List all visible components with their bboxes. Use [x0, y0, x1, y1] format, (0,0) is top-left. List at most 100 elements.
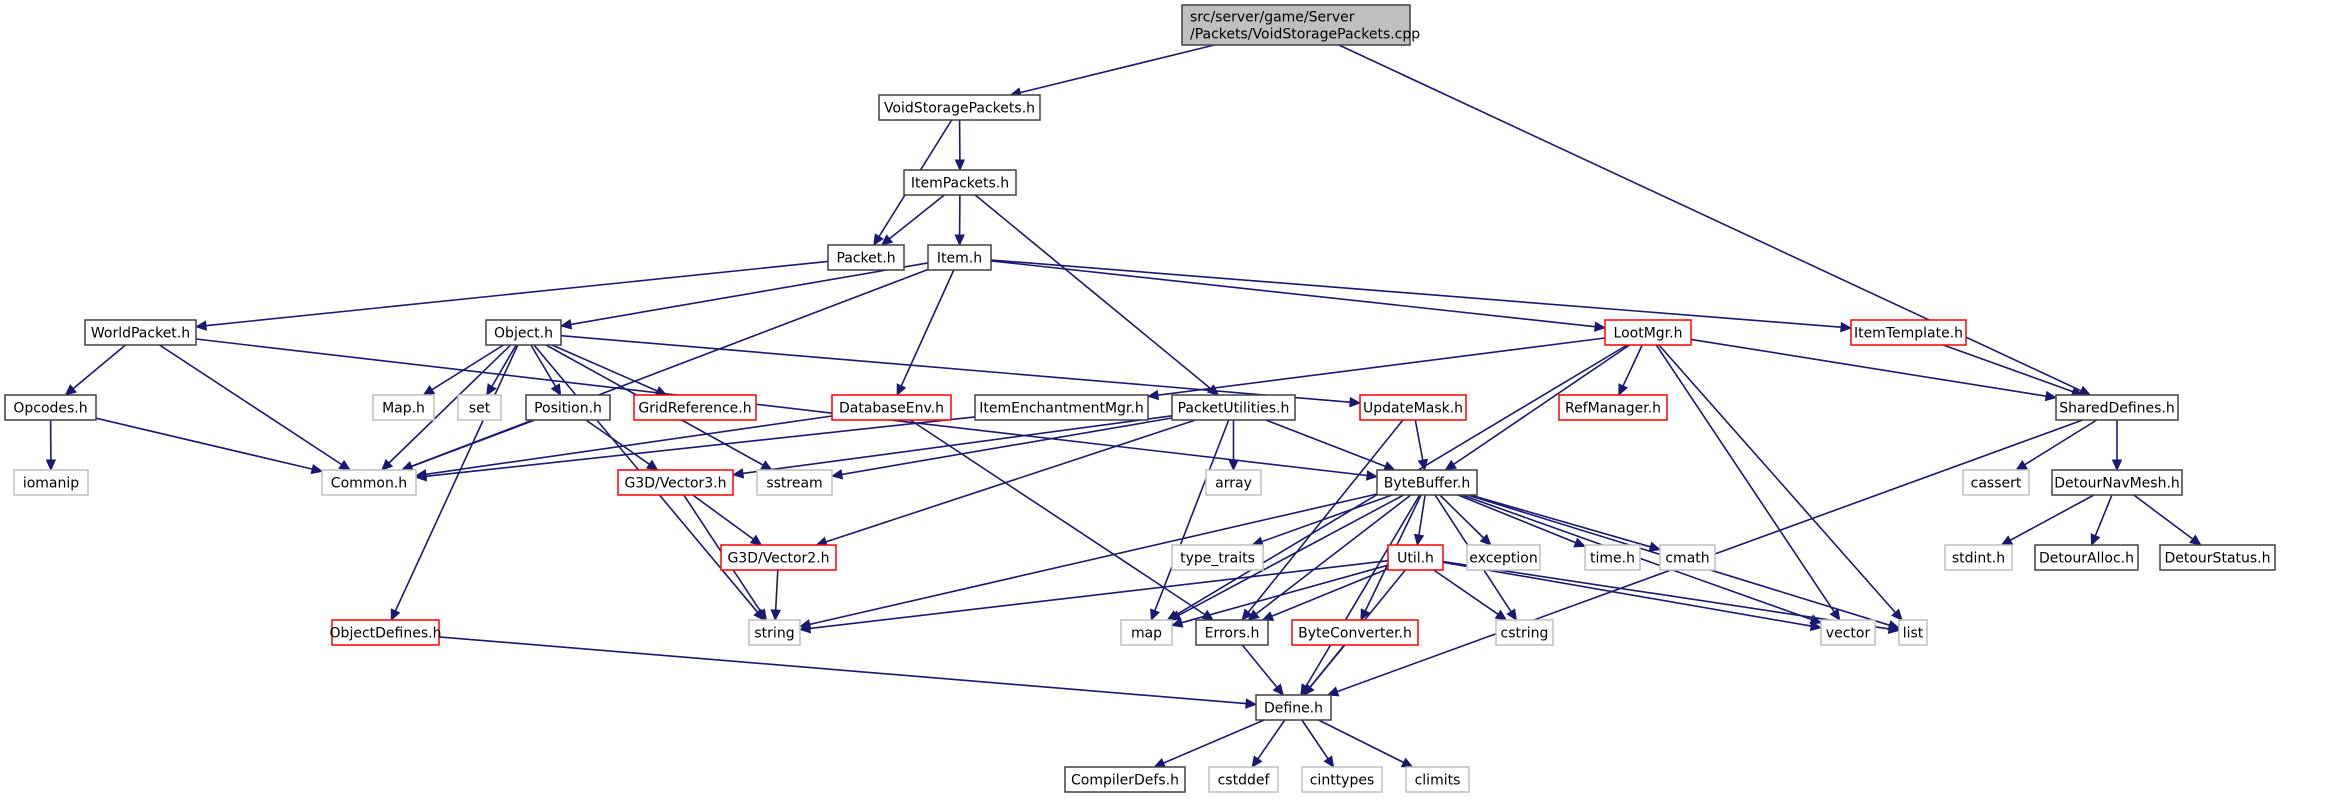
arrowhead-icon	[1326, 686, 1340, 697]
node-box	[1405, 766, 1470, 793]
edge-line	[1301, 719, 1329, 760]
node-label: type_traits	[1180, 551, 1255, 567]
node-define-h[interactable]: Define.h	[1255, 694, 1332, 721]
node-box	[1359, 394, 1467, 421]
edge-line	[2133, 494, 2194, 540]
node-byteconverter-h[interactable]: ByteConverter.h	[1291, 619, 1419, 646]
node-shareddefines-h[interactable]: SharedDefines.h	[2055, 394, 2179, 421]
node-label: RefManager.h	[1565, 401, 1661, 417]
node-compilerdefs-h[interactable]: CompilerDefs.h	[1064, 766, 1186, 793]
arrowhead-icon	[1809, 620, 1823, 632]
edge-line	[1309, 644, 1346, 688]
node-detourstatus-h[interactable]: DetourStatus.h	[2159, 544, 2276, 571]
edge-line	[195, 338, 1368, 477]
node-set: set	[457, 394, 502, 421]
node-label: cmath	[1665, 551, 1709, 567]
arrowhead-icon	[654, 385, 668, 396]
node-cstring: cstring	[1495, 619, 1554, 646]
node-box	[1205, 469, 1262, 496]
node-root[interactable]: src/server/game/Server/Packets/VoidStora…	[1181, 4, 1420, 46]
edge-packetutilities_h-to-sstream	[830, 417, 1173, 480]
arrowhead-icon	[798, 623, 812, 634]
node-box	[878, 94, 1041, 121]
edge-position_h-to-g3d_vector3_h	[585, 419, 659, 471]
node-cinttypes: cinttypes	[1301, 766, 1383, 793]
edge-line	[560, 334, 1351, 403]
arrowhead-icon	[731, 468, 745, 479]
arrowhead-icon	[2015, 459, 2028, 471]
arrowhead-icon	[422, 384, 436, 396]
node-label: GridReference.h	[638, 401, 751, 417]
arrowhead-icon	[1168, 610, 1182, 621]
node-box	[1659, 544, 1716, 571]
arrowhead-icon	[954, 159, 966, 172]
node-box	[13, 469, 89, 496]
edge-line	[2010, 494, 2095, 541]
node-label: G3D/Vector3.h	[624, 476, 726, 492]
edge-line	[431, 344, 504, 391]
edge-bytebuffer_h-to-cmath	[1470, 494, 1662, 552]
edge-bytebuffer_h-to-time_h	[1457, 494, 1587, 548]
edge-lootmgr_h-to-bytebuffer_h	[1444, 344, 1631, 471]
edge-line	[1247, 419, 1404, 613]
node-label: DetourStatus.h	[2164, 551, 2270, 567]
node-box	[1195, 619, 1269, 646]
node-objectdefines-h[interactable]: ObjectDefines.h	[330, 619, 442, 646]
node-label: Util.h	[1397, 551, 1434, 567]
node-packet-h[interactable]: Packet.h	[827, 244, 905, 271]
arrowhead-icon	[880, 234, 894, 246]
edge-line	[1271, 567, 1389, 617]
edge-opcodes_h-to-common_h	[95, 417, 324, 475]
node-box	[1466, 544, 1541, 571]
node-box	[633, 394, 757, 421]
node-g3d-vector3-h[interactable]: G3D/Vector3.h	[617, 469, 734, 496]
node-g3d-vector2-h[interactable]: G3D/Vector2.h	[720, 544, 837, 571]
node-label: ByteBuffer.h	[1384, 476, 1471, 492]
node-util-h[interactable]: Util.h	[1387, 544, 1444, 571]
node-detouralloc-h[interactable]: DetourAlloc.h	[2034, 544, 2139, 571]
node-bytebuffer-h[interactable]: ByteBuffer.h	[1376, 469, 1478, 496]
node-updatemask-h[interactable]: UpdateMask.h	[1359, 394, 1467, 421]
edge-line	[1690, 338, 2047, 397]
node-refmanager-h[interactable]: RefManager.h	[1558, 394, 1668, 421]
node-label: exception	[1469, 551, 1537, 567]
node-item-h[interactable]: Item.h	[927, 244, 992, 271]
node-position-h[interactable]: Position.h	[525, 394, 611, 421]
arrowhead-icon	[381, 458, 394, 471]
node-box	[974, 394, 1149, 421]
node-voidstoragepackets-h[interactable]: VoidStoragePackets.h	[878, 94, 1041, 121]
node-opcodes-h[interactable]: Opcodes.h	[4, 394, 97, 421]
node-object-h[interactable]: Object.h	[485, 319, 562, 346]
edge-line	[774, 569, 779, 611]
node-box	[831, 394, 952, 421]
node-databaseenv-h[interactable]: DatabaseEnv.h	[831, 394, 952, 421]
node-gridreference-h[interactable]: GridReference.h	[633, 394, 757, 421]
edge-object_h-to-set	[486, 344, 517, 397]
edge-lootmgr_h-to-vector	[1655, 344, 1841, 622]
node-itempackets-h[interactable]: ItemPackets.h	[903, 169, 1017, 196]
node-string: string	[748, 619, 801, 646]
edge-object_h-to-common_h	[381, 344, 512, 471]
edge-util_h-to-list	[1442, 560, 1901, 634]
arrowhead-icon	[645, 459, 659, 471]
node-label: cinttypes	[1310, 773, 1375, 789]
node-box	[331, 619, 440, 646]
node-packetutilities-h[interactable]: PacketUtilities.h	[1171, 394, 1296, 421]
node-itemenchantmentmgr-h[interactable]: ItemEnchantmentMgr.h	[974, 394, 1149, 421]
node-worldpacket-h[interactable]: WorldPacket.h	[84, 319, 197, 346]
node-label: sstream	[766, 476, 822, 492]
node-label: SharedDefines.h	[2059, 401, 2175, 417]
edge-define_h-to-cstddef	[1251, 719, 1286, 768]
edge-root-to-voidstoragepackets_h	[1009, 44, 1215, 98]
node-itemtemplate-h[interactable]: ItemTemplate.h	[1850, 319, 1967, 346]
node-errors-h[interactable]: Errors.h	[1195, 619, 1269, 646]
edge-util_h-to-vector	[1442, 561, 1823, 632]
node-map-h: Map.h	[372, 394, 435, 421]
node-cstddef: cstddef	[1208, 766, 1279, 793]
node-box	[1376, 469, 1478, 496]
node-lootmgr-h[interactable]: LootMgr.h	[1604, 319, 1692, 346]
node-detournavmesh-h[interactable]: DetourNavMesh.h	[2051, 469, 2183, 496]
node-box	[720, 544, 837, 571]
node-label: list	[1903, 626, 1924, 642]
